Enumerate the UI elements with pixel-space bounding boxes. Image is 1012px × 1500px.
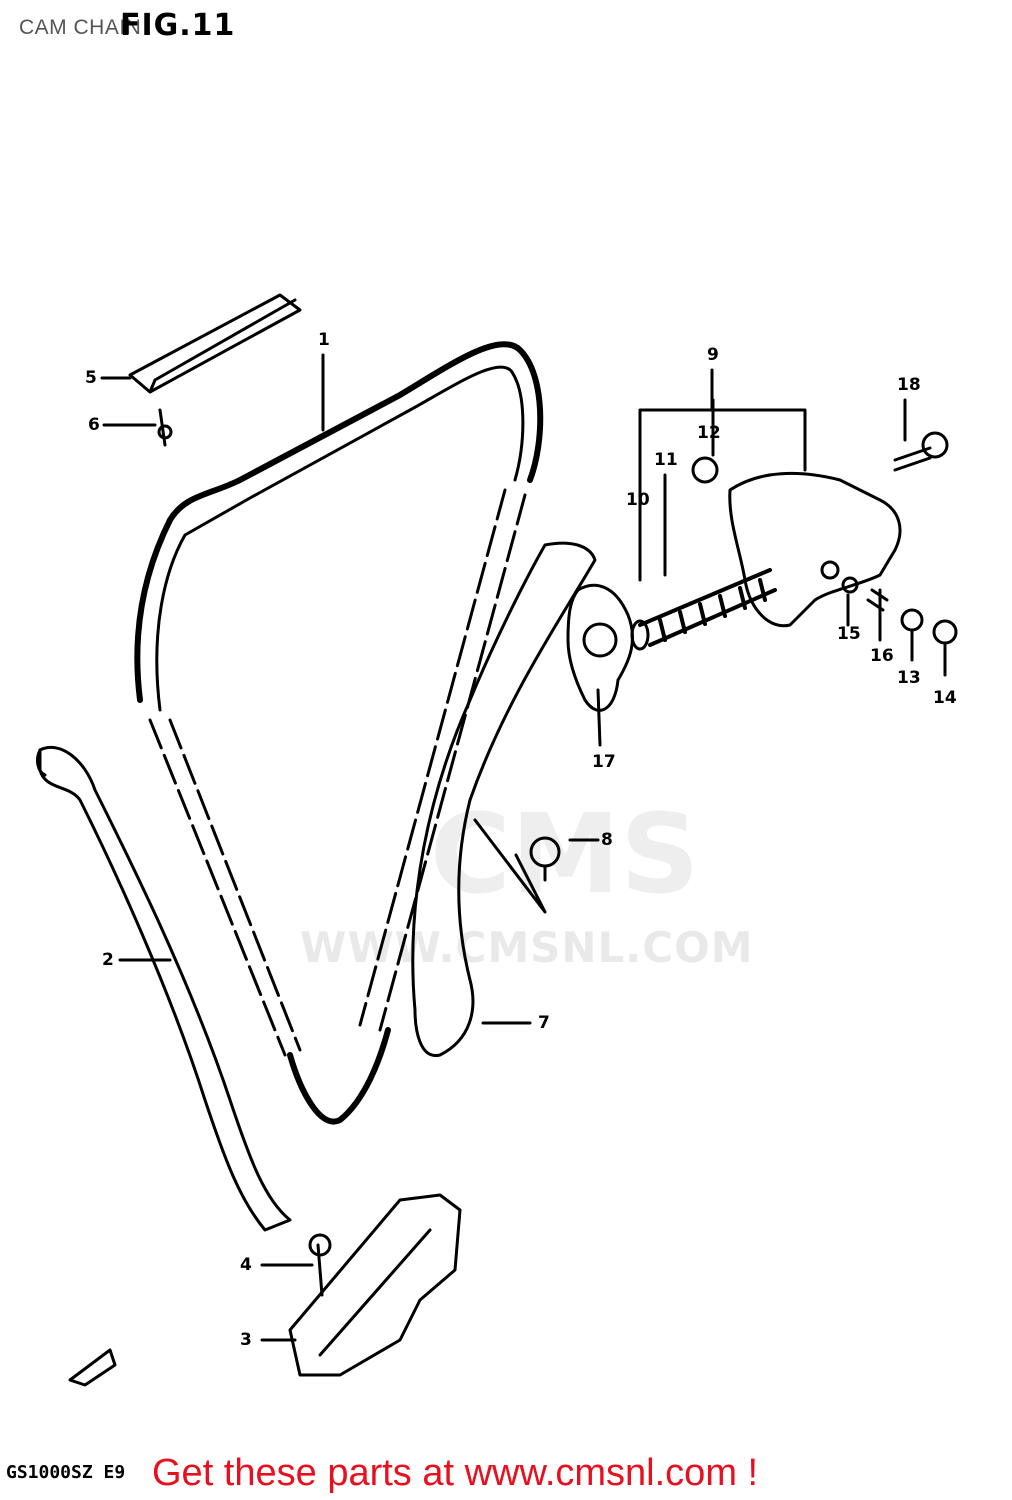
chain-guide — [38, 745, 292, 1232]
callout-label: 17 — [592, 752, 616, 772]
watermark-url: WWW.CMSNL.COM — [300, 923, 754, 972]
callout-label: 9 — [707, 345, 719, 365]
watermark-logo: CMS — [430, 790, 700, 918]
callout-label: 18 — [897, 375, 921, 395]
callout-label: 8 — [601, 830, 613, 850]
model-code: GS1000SZ E9 — [6, 1462, 126, 1483]
callout-label: 13 — [897, 668, 921, 688]
callout-label: 3 — [240, 1330, 252, 1350]
callout-label: 6 — [88, 415, 100, 435]
callout-label: 11 — [654, 450, 678, 470]
callout-label: 7 — [538, 1013, 550, 1033]
chain-tensioner-shoe — [411, 541, 597, 1057]
callout-label: 16 — [870, 646, 894, 666]
callout-label: 2 — [102, 950, 114, 970]
plunger-spring — [638, 568, 777, 647]
figure-number: FIG.11 — [120, 8, 236, 43]
callout-label: 12 — [697, 423, 721, 443]
page-title: CAM CHAIN — [19, 16, 142, 39]
tensioner-body — [728, 472, 902, 628]
callout-label: 1 — [318, 330, 330, 350]
top-guide — [128, 293, 302, 394]
gasket — [566, 583, 635, 712]
callout-label: 10 — [626, 490, 650, 510]
cam-chain — [134, 341, 544, 1125]
callout-label: 5 — [85, 368, 97, 388]
callout-label: 14 — [933, 688, 957, 708]
callout-label: 4 — [240, 1255, 252, 1275]
shop-link[interactable]: Get these parts at www.cmsnl.com ! — [152, 1452, 759, 1494]
lower-guide-holder — [288, 1193, 462, 1377]
callout-label: 15 — [837, 624, 861, 644]
